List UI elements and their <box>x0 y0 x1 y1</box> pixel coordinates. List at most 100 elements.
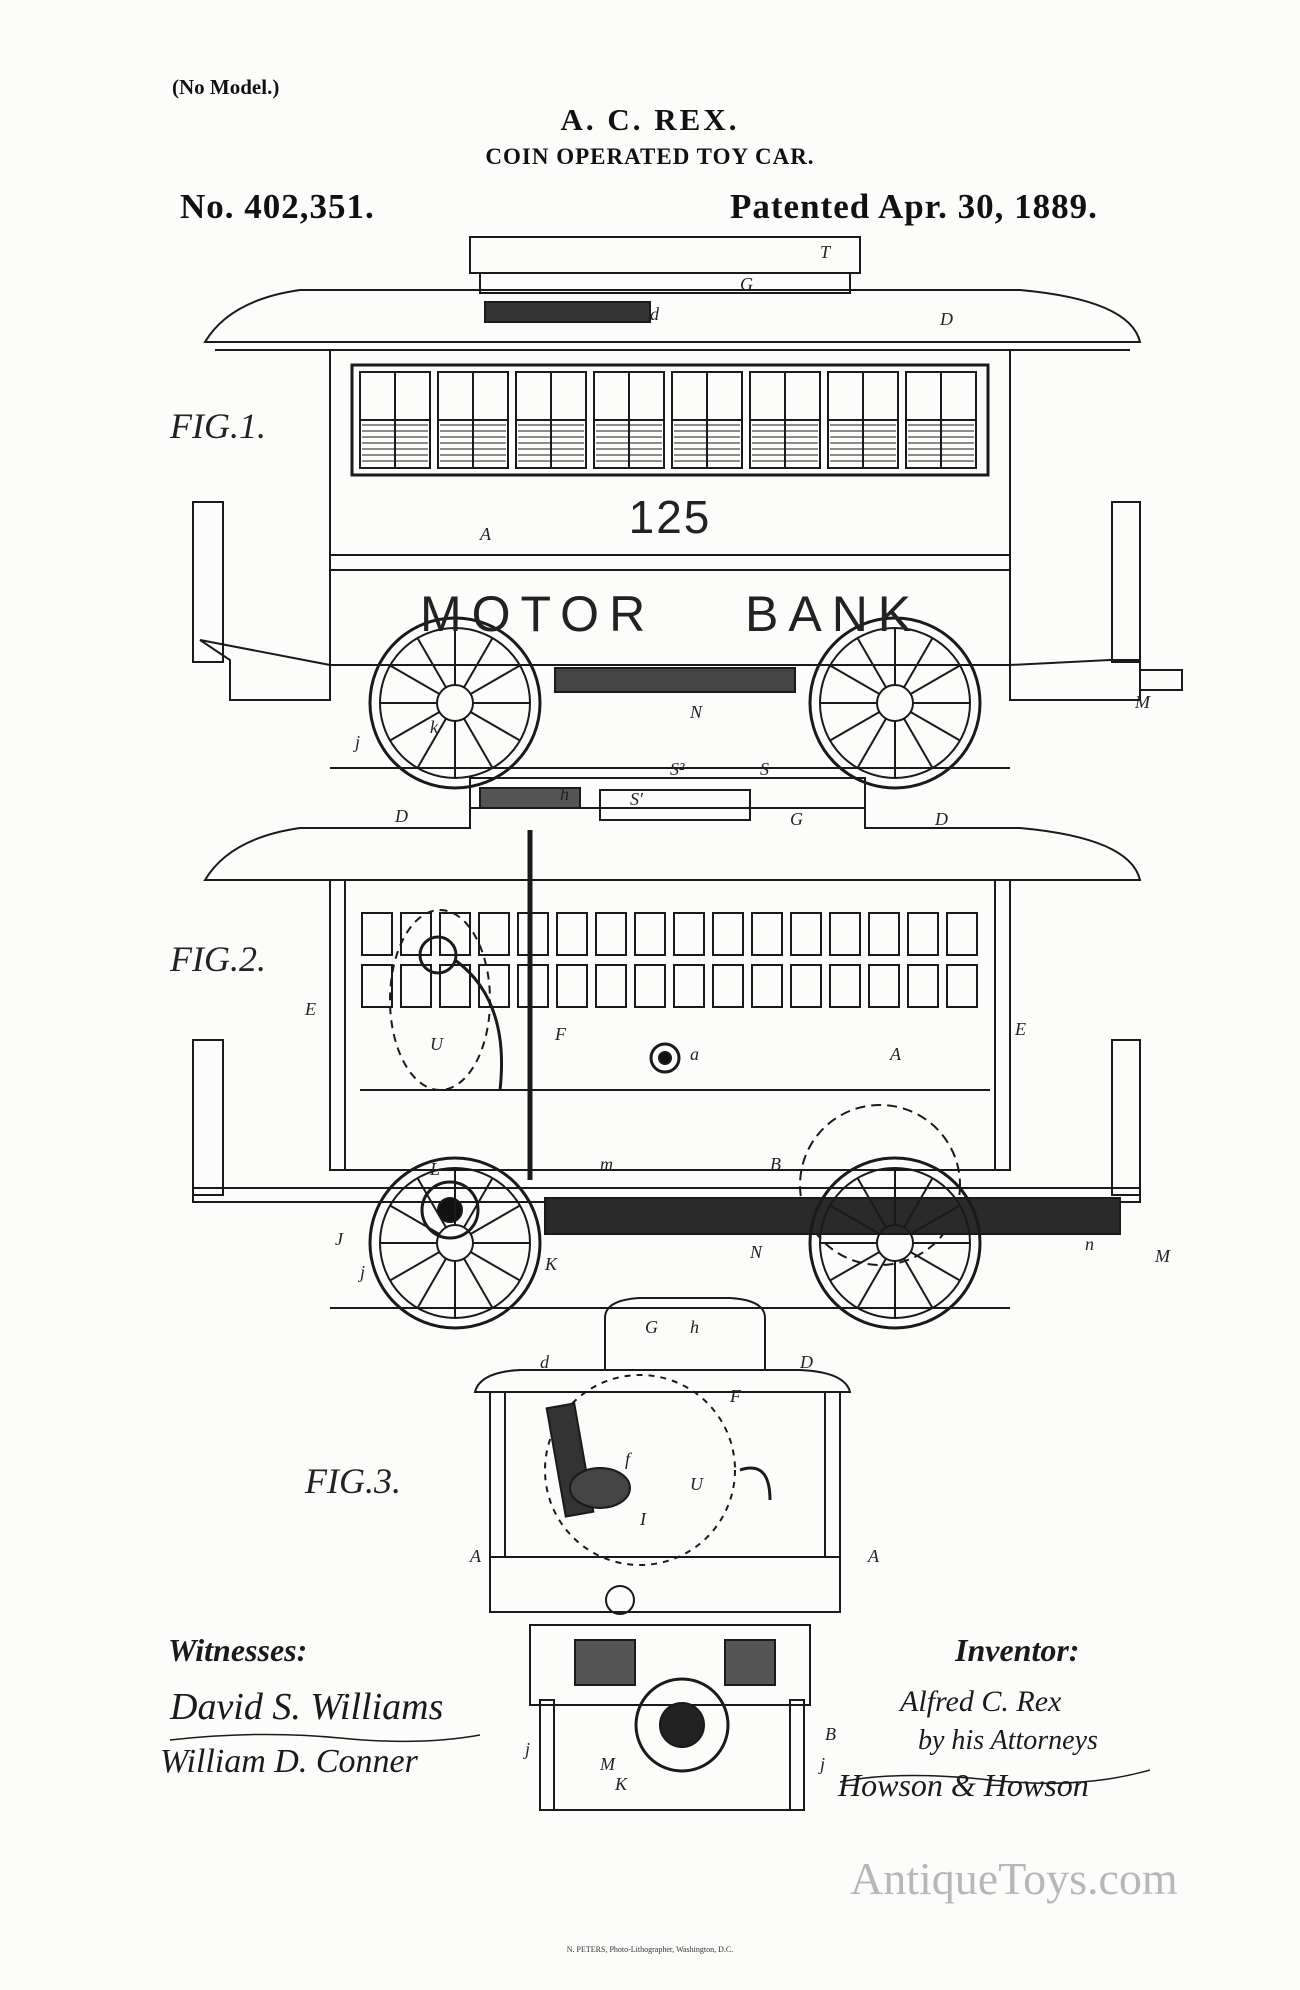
fig3-reference-letter: h <box>690 1317 699 1337</box>
witness-1-signature: David S. Williams <box>170 1686 444 1728</box>
fig2-body <box>329 879 1011 1171</box>
fig1-lower-panel <box>329 569 1011 666</box>
fig2-window <box>946 964 978 1008</box>
fig2-window <box>361 964 393 1008</box>
fig3-body <box>489 1391 841 1558</box>
fig1-reference-letter: A <box>479 524 492 544</box>
fig2-reference-letter: S <box>760 759 769 779</box>
fig2-window <box>595 912 627 956</box>
fig2-window <box>712 912 744 956</box>
fig2-window <box>634 912 666 956</box>
fig2-label: FIG.2. <box>170 939 266 979</box>
fig3-reference-letter: A <box>867 1546 880 1566</box>
fig3-reference-letter: F <box>729 1386 742 1406</box>
fig3-clerestory <box>604 1297 766 1370</box>
fig2-windows <box>361 912 978 1008</box>
fig2-reference-letter: G <box>790 809 803 829</box>
fig1-reference-letter: k <box>430 717 439 737</box>
fig3-reference-letter: K <box>614 1774 628 1794</box>
fig3-reference-letter: U <box>690 1474 704 1494</box>
wheel <box>368 1156 542 1330</box>
wheel <box>808 616 982 790</box>
fig2-window <box>517 964 549 1008</box>
fig3-reference-letter: f <box>625 1449 633 1469</box>
fig3-undercarriage <box>529 1624 811 1706</box>
fig3-drawing <box>473 1297 852 1811</box>
fig3-reference-letter: G <box>645 1317 658 1337</box>
fig2-spring <box>544 1197 1121 1235</box>
fig2-window <box>400 912 432 956</box>
fig3-reference-letter: I <box>639 1509 647 1529</box>
fig2-reference-letter: D <box>934 809 948 829</box>
patent-date: Patented Apr. 30, 1889. <box>730 187 1098 226</box>
fig2-window <box>517 912 549 956</box>
fig1-windows <box>359 371 977 469</box>
fig1-reference-letter: N <box>689 702 703 722</box>
fig3-reference-letter: j <box>523 1739 530 1759</box>
fig2-wheels <box>368 1156 982 1330</box>
fig2-reference-letter: A <box>889 1044 902 1064</box>
witnesses-label: Witnesses: <box>168 1632 308 1668</box>
witness-2-signature: William D. Conner <box>160 1743 418 1780</box>
fig2-window <box>790 912 822 956</box>
fig2-reference-letter: n <box>1085 1234 1094 1254</box>
fig1-body <box>329 349 1011 571</box>
fig2-window <box>556 964 588 1008</box>
fig2-window <box>907 964 939 1008</box>
fig2-window <box>478 964 510 1008</box>
fig1-wheels <box>368 616 982 790</box>
patent-title: COIN OPERATED TOY CAR. <box>485 144 815 169</box>
fig3-roof <box>473 1369 852 1393</box>
fig1-reference-letter: G <box>740 274 753 294</box>
fig2-drawing <box>192 777 1142 1330</box>
fig1-reference-letter: T <box>820 242 832 262</box>
fig1-drawing <box>192 236 1183 790</box>
fig2-reference-letter: E <box>304 999 316 1019</box>
wheel <box>368 616 542 790</box>
inventor-label: Inventor: <box>955 1632 1080 1668</box>
fig2-window <box>907 912 939 956</box>
fig1-reference-letter: d <box>650 304 660 324</box>
watermark: AntiqueToys.com <box>850 1853 1178 1904</box>
witness-flourish <box>169 1733 481 1743</box>
fig1-label: FIG.1. <box>170 406 266 446</box>
fig2-window <box>556 912 588 956</box>
fig1-clerestory <box>469 236 861 274</box>
fig2-reference-letter: S² <box>670 759 685 779</box>
fig3-reference-letter: d <box>540 1352 550 1372</box>
fig2-gear <box>420 1180 480 1240</box>
inventor-heading: A. C. REX. <box>560 102 740 137</box>
fig2-reference-letter: m <box>600 1154 613 1174</box>
fig2-window <box>868 912 900 956</box>
fig3-drum <box>544 1374 736 1566</box>
fig2-window <box>751 964 783 1008</box>
fig2-window <box>868 964 900 1008</box>
fig2-reference-letter: F <box>554 1024 567 1044</box>
fig2-window <box>829 964 861 1008</box>
fig2-reference-letter: B <box>770 1154 781 1174</box>
fig2-window <box>478 912 510 956</box>
fig2-window <box>829 912 861 956</box>
fig2-reference-letter: J <box>335 1229 344 1249</box>
inventor-signature: Alfred C. Rex <box>900 1685 1062 1718</box>
fig2-window <box>946 912 978 956</box>
fig2-window <box>439 964 471 1008</box>
fig2-window <box>790 964 822 1008</box>
fig3-reference-letter: B <box>825 1724 836 1744</box>
fig3-reference-letter: D <box>799 1352 813 1372</box>
fig2-window <box>712 964 744 1008</box>
fig3-gear <box>634 1677 730 1773</box>
fig3-reference-letter: j <box>818 1754 825 1774</box>
fig1-reference-letter: M <box>1134 692 1151 712</box>
fig2-reference-letter: a <box>690 1044 699 1064</box>
fig2-window <box>673 912 705 956</box>
wheel <box>808 1156 982 1330</box>
fig2-reference-letter: j <box>358 1262 365 1282</box>
fig2-reference-letter: U <box>430 1034 444 1054</box>
attorney-flourish <box>839 1769 1151 1785</box>
fig2-window <box>595 964 627 1008</box>
fig3-reference-letter: A <box>469 1546 482 1566</box>
